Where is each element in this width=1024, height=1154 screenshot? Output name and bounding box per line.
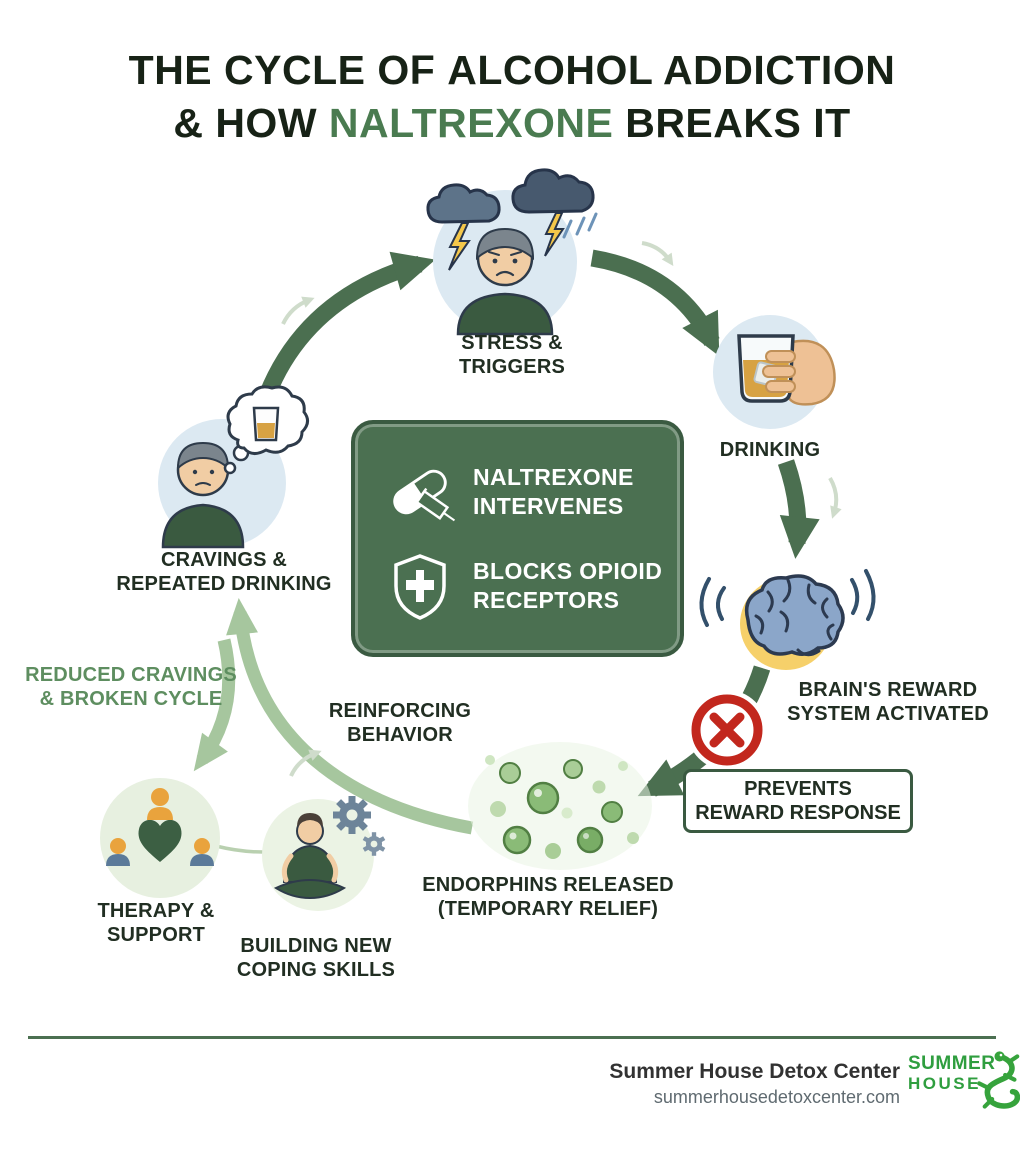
footer-text: Summer House Detox Center summerhousedet… <box>609 1060 900 1108</box>
vibration-waves-left-icon <box>699 577 726 627</box>
arrow-reduced-to-therapy <box>193 638 236 772</box>
arrow-stress-to-drinking <box>590 249 720 357</box>
storm-cloud-left-icon <box>426 183 501 224</box>
chevron-top-left-icon <box>281 296 315 325</box>
label-reduced-cravings: REDUCED CRAVINGS & BROKEN CYCLE <box>25 664 237 711</box>
label-coping-skills: BUILDING NEW COPING SKILLS <box>236 935 396 982</box>
intervention-row-blocks: BLOCKS OPIOID RECEPTORS <box>377 543 670 629</box>
no-symbol-icon <box>687 690 767 770</box>
logo-text: SUMMER HOUSE <box>908 1053 996 1094</box>
chevron-bottom-left-icon <box>289 749 322 777</box>
shield-cross-icon <box>394 553 446 620</box>
endorphin-bubbles-icon <box>468 742 652 870</box>
label-reinforcing-behavior: REINFORCING BEHAVIOR <box>328 700 472 747</box>
footer-divider <box>28 1036 996 1039</box>
title-line-2: & HOW NALTREXONE BREAKS IT <box>0 97 1024 150</box>
page-title: THE CYCLE OF ALCOHOL ADDICTION & HOW NAL… <box>0 44 1024 151</box>
brain-waves-icon <box>699 569 876 670</box>
arrow-drinking-to-brain <box>777 459 820 559</box>
group-heart-icon <box>100 778 220 898</box>
intervention-panel: NALTREXONE INTERVENES BLOCKS OPIOID RECE… <box>351 420 684 657</box>
pill-syringe-icon <box>393 469 456 521</box>
label-cravings: CRAVINGS & REPEATED DRINKING <box>116 549 332 596</box>
label-drinking: DRINKING <box>719 439 821 461</box>
lightning-bolt-left-icon <box>448 222 471 271</box>
gear-small-icon <box>362 832 386 856</box>
prevents-reward-response-box: PREVENTS REWARD RESPONSE <box>683 769 913 833</box>
title-breaks-it: BREAKS IT <box>613 100 851 147</box>
storm-cloud-right-icon <box>511 168 595 214</box>
footer-company-name: Summer House Detox Center <box>609 1060 900 1083</box>
label-stress-triggers: STRESS & TRIGGERS <box>458 332 566 379</box>
meditation-gear-icon <box>262 796 386 911</box>
chevron-top-right-icon <box>641 241 674 266</box>
label-brain-reward: BRAIN'S REWARD SYSTEM ACTIVATED <box>787 679 989 726</box>
hand-holding-glass-icon <box>713 315 836 429</box>
blocks-opioid-receptors-text: BLOCKS OPIOID RECEPTORS <box>473 558 663 613</box>
footer-website: summerhousedetoxcenter.com <box>653 1087 900 1107</box>
thought-bubble-drink-icon <box>158 385 309 549</box>
logo-summer: SUMMER <box>908 1053 996 1074</box>
vibration-waves-right-icon <box>850 569 876 621</box>
gear-icon <box>333 796 371 834</box>
label-endorphins: ENDORPHINS RELEASED (TEMPORARY RELIEF) <box>422 874 674 921</box>
title-line-1: THE CYCLE OF ALCOHOL ADDICTION <box>0 44 1024 97</box>
title-naltrexone: NALTREXONE <box>328 100 614 147</box>
intervention-row-naltrexone: NALTREXONE INTERVENES <box>377 449 670 535</box>
rain-lines-icon <box>562 212 598 239</box>
title-and-how: & HOW <box>173 100 329 147</box>
summer-house-logo: SUMMER HOUSE <box>908 1046 1020 1132</box>
storm-clouds-person-icon <box>426 168 598 336</box>
therapy-coping-connector <box>215 844 264 854</box>
title-prefix: THE CYCLE OF <box>128 47 448 93</box>
lightning-bolt-right-icon <box>544 212 565 257</box>
title-alcohol-addiction: ALCOHOL ADDICTION <box>447 47 896 93</box>
naltrexone-intervenes-text: NALTREXONE INTERVENES <box>473 464 634 519</box>
logo-house: HOUSE <box>908 1073 981 1093</box>
gecko-icon <box>977 1051 1020 1109</box>
chevron-right-icon <box>828 476 842 519</box>
label-therapy-support: THERAPY & SUPPORT <box>97 900 215 947</box>
